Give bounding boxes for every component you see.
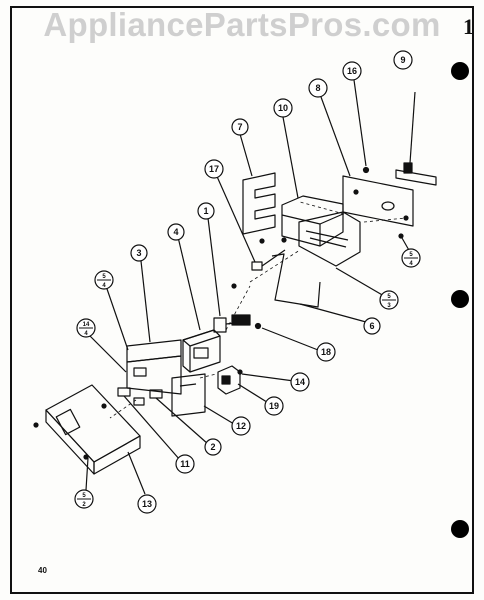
callout-4-label: 4 bbox=[173, 227, 178, 237]
part-7-front-cover bbox=[239, 133, 276, 235]
fraction-callout-3-bottom: 4 bbox=[409, 261, 413, 267]
callout-8-label: 8 bbox=[315, 83, 320, 93]
callout-2-circle bbox=[204, 438, 222, 456]
punch-hole-bottom bbox=[451, 520, 469, 538]
callout-2-label: 2 bbox=[210, 442, 215, 452]
callout-7-label: 7 bbox=[237, 122, 242, 132]
callout-13-label: 13 bbox=[142, 499, 152, 509]
part-10-ice-mold bbox=[281, 116, 361, 267]
fraction-callout-5-top: 5 bbox=[82, 493, 86, 499]
callout-4-circle bbox=[167, 223, 185, 241]
callout-18-circle bbox=[316, 342, 336, 362]
callout-9-circle bbox=[393, 50, 413, 70]
fraction-callout-1-bottom: 4 bbox=[102, 283, 106, 289]
callout-19-label: 19 bbox=[269, 401, 279, 411]
fraction-callout-3-top: 5 bbox=[409, 252, 413, 258]
fraction-callout-2-bottom: 3 bbox=[387, 303, 391, 309]
callout-17-circle bbox=[204, 159, 224, 179]
callout-14-label: 14 bbox=[295, 377, 305, 387]
callout-17-label: 17 bbox=[209, 164, 219, 174]
callout-19-circle bbox=[264, 396, 284, 416]
part-3-module-plate bbox=[126, 251, 182, 395]
callout-12-label: 12 bbox=[236, 421, 246, 431]
watermark-text: AppliancePartsPros.com bbox=[43, 6, 441, 43]
part-12-bracket-plate bbox=[171, 373, 235, 425]
part-19-block bbox=[217, 365, 271, 405]
part-2-connector bbox=[133, 389, 209, 445]
callout-1-label: 1 bbox=[203, 206, 208, 216]
callout-1-circle bbox=[197, 202, 215, 220]
part-17-thermostat bbox=[214, 171, 286, 289]
part-16-screw bbox=[353, 79, 370, 174]
punch-hole-top bbox=[451, 62, 469, 80]
callout-13-circle bbox=[137, 494, 157, 514]
callout-7-circle bbox=[231, 118, 249, 136]
callout-16-circle bbox=[342, 61, 362, 81]
fraction-callout-4-bottom: 4 bbox=[84, 331, 88, 337]
callout-18-label: 18 bbox=[321, 347, 331, 357]
callout-14-circle bbox=[290, 372, 310, 392]
part-13-housing-cover bbox=[45, 384, 146, 495]
part-11-connector bbox=[117, 387, 181, 461]
callout-10-circle bbox=[273, 98, 293, 118]
punch-hole-middle bbox=[451, 290, 469, 308]
page-number: 40 bbox=[38, 566, 47, 575]
page-border bbox=[10, 6, 474, 594]
part-1-switch bbox=[207, 217, 251, 333]
part-8-mounting-plate bbox=[320, 96, 414, 227]
callout-6-circle bbox=[363, 317, 381, 335]
callout-6-label: 6 bbox=[369, 321, 374, 331]
fraction-callout-5-bottom: 2 bbox=[82, 502, 86, 508]
callout-3-circle bbox=[130, 244, 148, 262]
fraction-callout-2-top: 5 bbox=[387, 294, 391, 300]
callout-9-label: 9 bbox=[400, 55, 405, 65]
part-9-bracket bbox=[395, 91, 437, 186]
callout-11-label: 11 bbox=[180, 459, 190, 469]
fraction-callout-1-top: 5 bbox=[102, 274, 106, 280]
callout-11-circle bbox=[175, 454, 195, 474]
callout-3-label: 3 bbox=[136, 248, 141, 258]
part-6-shutoff-arm bbox=[271, 253, 367, 323]
callout-8-circle bbox=[308, 78, 328, 98]
part-4-motor bbox=[177, 236, 221, 373]
corner-mark: 1 bbox=[463, 14, 474, 39]
part-18-screw bbox=[254, 322, 319, 351]
callout-16-label: 16 bbox=[347, 66, 357, 76]
part-14-screw bbox=[237, 369, 295, 382]
fraction-callout-4-top: 14 bbox=[83, 322, 90, 328]
callout-10-label: 10 bbox=[278, 103, 288, 113]
callout-12-circle bbox=[231, 416, 251, 436]
